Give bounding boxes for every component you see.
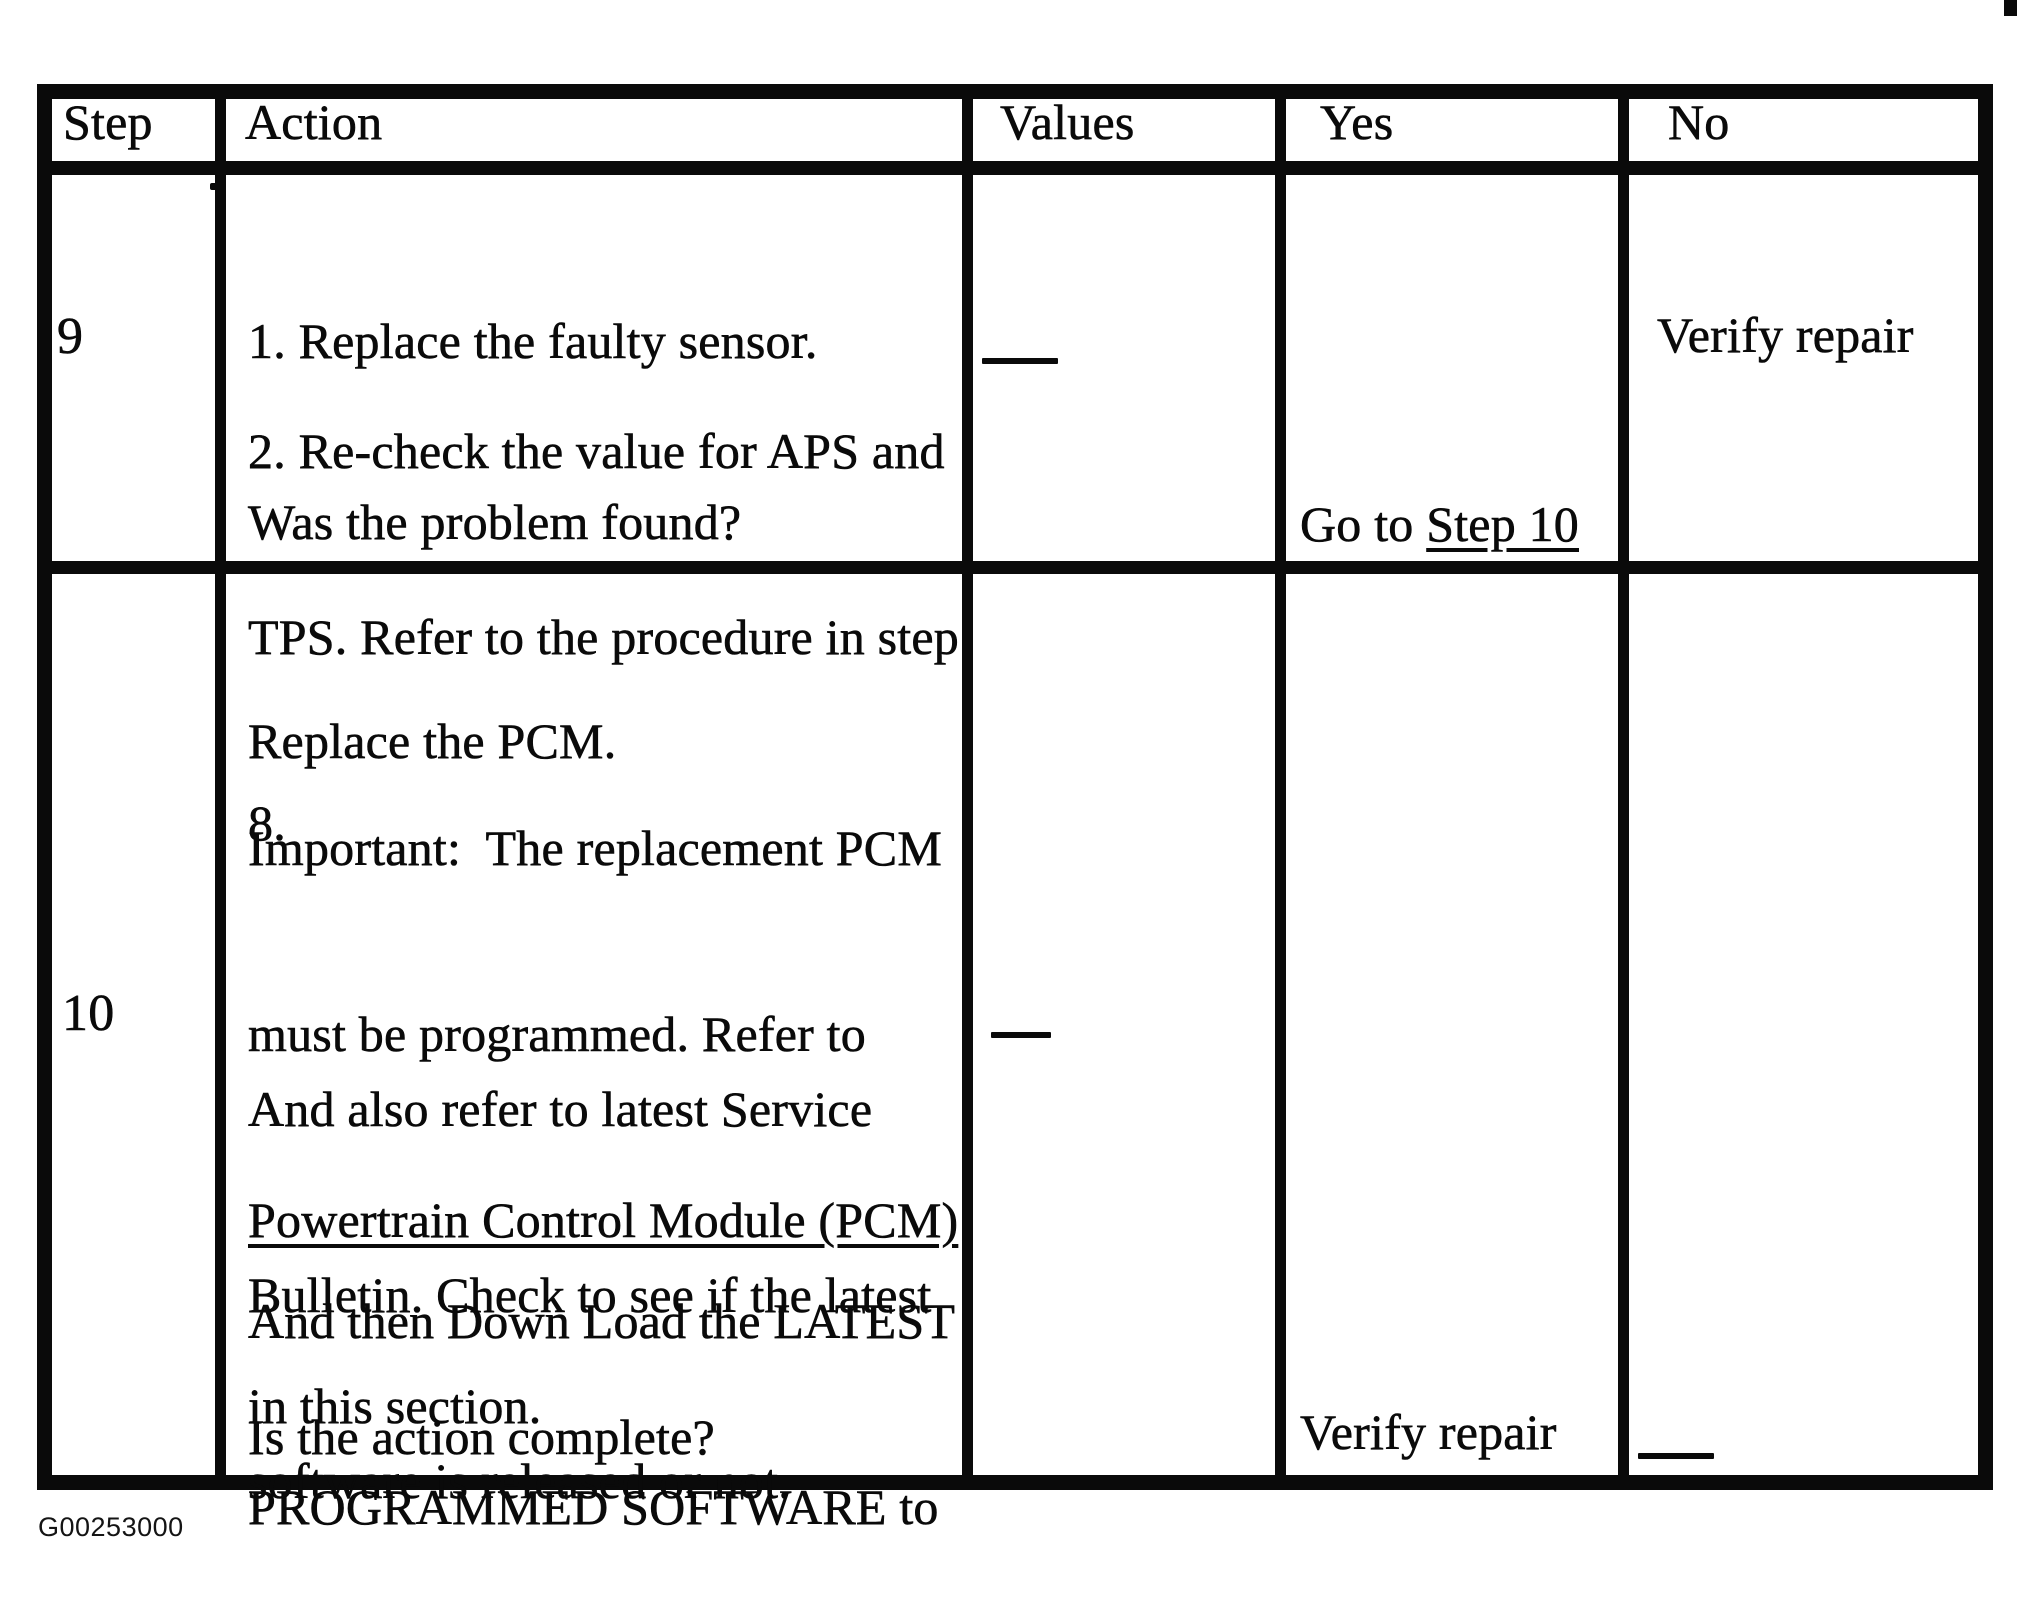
header-cell-yes: Yes <box>1286 94 1629 175</box>
column-header-yes: Yes <box>1320 94 1394 151</box>
figure-id-label: G00253000 <box>38 1512 184 1542</box>
diagnostic-table: Step Action Values Yes No 9 1. Replace t… <box>37 84 1993 1535</box>
column-header-action: Action <box>245 94 383 151</box>
step-10-link[interactable]: Step 10 <box>1426 496 1579 553</box>
row10-action-paragraph-3: And also refer to latest Service Bulleti… <box>248 1081 932 1510</box>
row9-blank-value-dash <box>982 358 1058 364</box>
row10-action-paragraph-1: Replace the PCM. <box>248 713 617 770</box>
row10-action-paragraph-2: Important: The replacement PCM must be p… <box>248 820 959 1435</box>
header-cell-step: Step <box>52 94 226 175</box>
row10-yes-cell: Verify repair <box>1286 574 1629 1475</box>
column-header-no: No <box>1668 94 1730 151</box>
row9-step-number: 9 <box>57 308 84 366</box>
row10-blank-value-dash <box>991 1032 1051 1038</box>
row9-action-paragraph-2: 2. Re-check the value for APS and TPS. R… <box>248 423 959 852</box>
row10-yes-instruction: Verify repair <box>1300 1404 1557 1461</box>
row10-action-paragraph-4: And then Down Load the LATEST PROGRAMMED… <box>248 1293 956 1536</box>
row10-step-cell: 10 <box>52 574 226 1475</box>
go-to-prefix: Go to <box>1300 496 1427 553</box>
row10-action-question: Is the action complete? <box>248 1409 715 1466</box>
row9-values-cell <box>973 175 1286 574</box>
row9-yes-cell: Go to Step 10 <box>1286 175 1629 574</box>
row10-blank-no-dash <box>1638 1453 1714 1459</box>
row10-no-cell <box>1629 574 1978 1475</box>
column-header-step: Step <box>63 94 153 151</box>
scan-artifact-tick <box>210 183 224 190</box>
row10-values-cell <box>973 574 1286 1475</box>
row10-action-cell: Replace the PCM. Important: The replacem… <box>226 574 973 1535</box>
row9-action-cell: 1. Replace the faulty sensor. 2. Re-chec… <box>226 175 973 851</box>
header-cell-values: Values <box>973 94 1286 175</box>
row10-step-number: 10 <box>62 985 115 1043</box>
column-header-values: Values <box>1000 94 1135 151</box>
header-cell-no: No <box>1629 94 1978 175</box>
pcm-reference-link[interactable]: Powertrain Control Module (PCM) <box>248 1192 959 1249</box>
row9-no-instruction: Verify repair <box>1657 307 1914 364</box>
scan-artifact-corner <box>2004 0 2017 16</box>
row9-yes-instruction: Go to Step 10 <box>1300 493 1579 555</box>
row9-step-cell: 9 <box>52 175 226 574</box>
header-cell-action: Action <box>226 94 973 175</box>
row9-no-cell: Verify repair <box>1629 175 1978 574</box>
row9-action-question: Was the problem found? <box>248 494 742 551</box>
row9-action-paragraph-1: 1. Replace the faulty sensor. <box>248 313 818 370</box>
